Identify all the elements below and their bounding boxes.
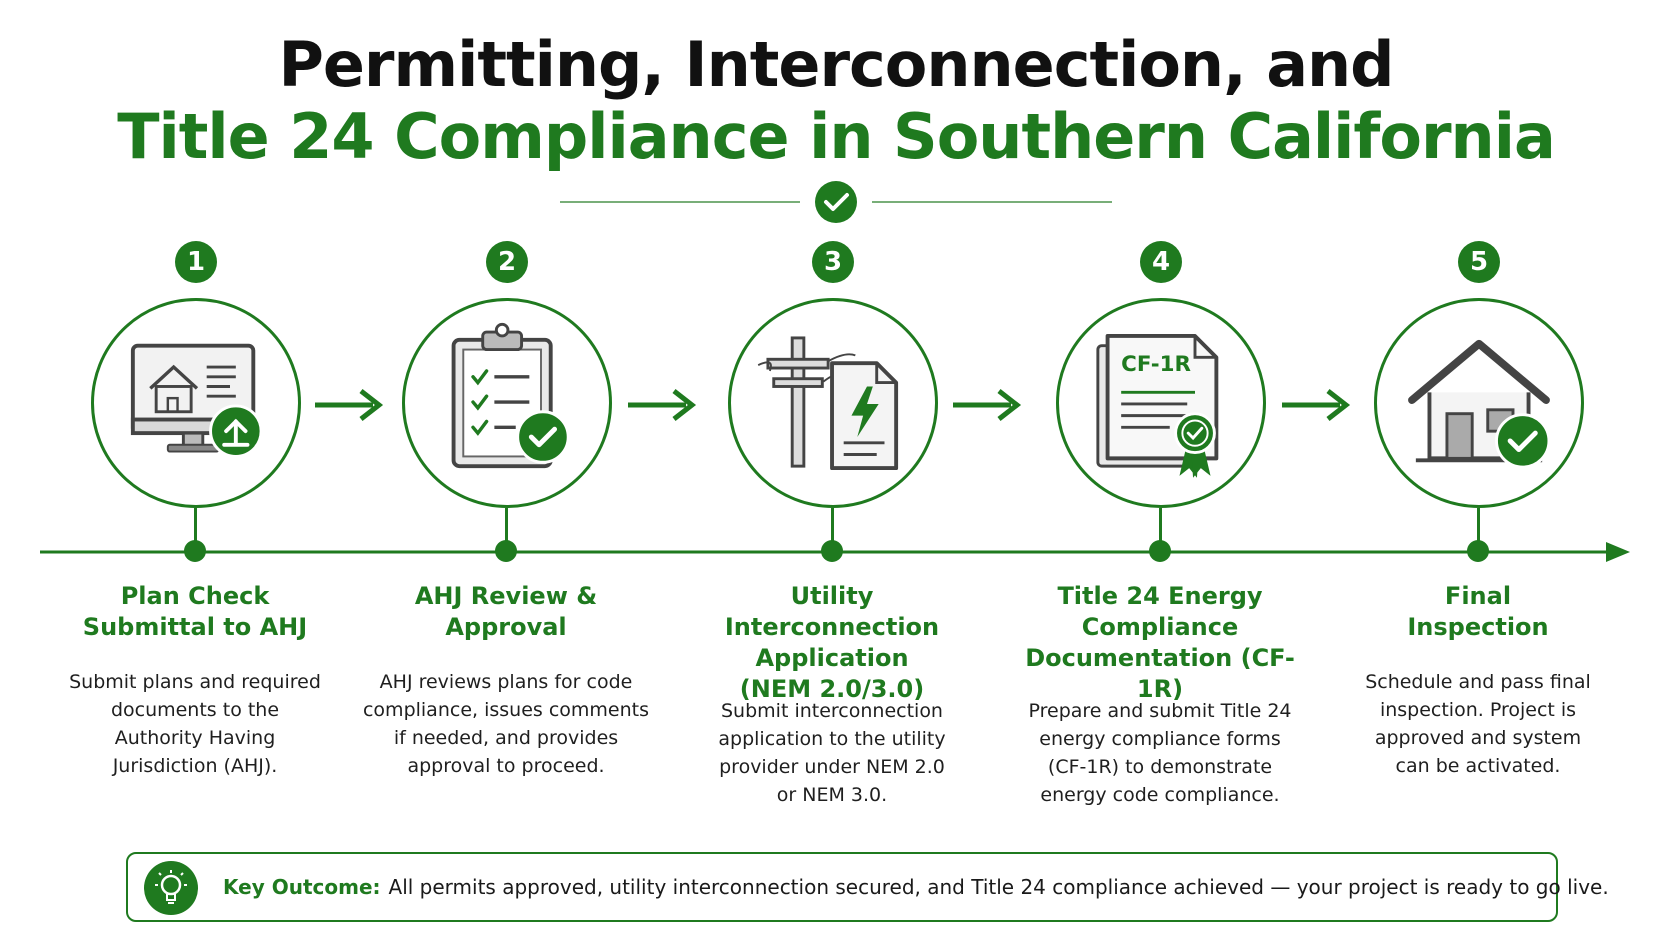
step-icon-container xyxy=(728,298,938,508)
step-icon-container: CF-1R xyxy=(1056,298,1266,508)
certificate-document-icon: CF-1R xyxy=(1096,334,1219,478)
step-title: AHJ Review & Approval xyxy=(414,582,598,641)
step-number: 1 xyxy=(175,241,217,283)
step-number: 5 xyxy=(1458,241,1500,283)
step-description: Submit interconnection application to th… xyxy=(718,700,946,806)
step-icon-container xyxy=(402,298,612,508)
step-description: Schedule and pass final inspection. Proj… xyxy=(1365,671,1591,777)
flow-arrow-3-4 xyxy=(951,385,1031,425)
timeline-dot xyxy=(184,540,206,562)
key-outcome-label: Key Outcome: xyxy=(223,875,381,899)
clipboard-check-icon xyxy=(451,322,570,469)
house-check-icon xyxy=(1408,339,1551,469)
step-icon-container xyxy=(91,298,301,508)
step-description: AHJ reviews plans for code compliance, i… xyxy=(362,671,649,777)
step-5: 5 Final Inspection Schedule and pass fin… xyxy=(1328,0,1628,941)
step-1: 1 Plan Check Submittal to AHJ Submit pla… xyxy=(45,0,345,941)
key-outcome-message: All permits approved, utility interconne… xyxy=(388,875,1609,899)
step-connector xyxy=(505,508,508,542)
step-title: Title 24 Energy Compliance Documentation… xyxy=(1025,582,1295,703)
timeline-dot xyxy=(821,540,843,562)
step-connector xyxy=(1159,508,1162,542)
step-number: 3 xyxy=(812,241,854,283)
step-title: Utility Interconnection Application (NEM… xyxy=(724,582,940,703)
title-divider xyxy=(0,180,1672,224)
key-outcome-text: Key Outcome: All permits approved, utilit… xyxy=(223,854,1609,920)
flow-arrow-1-2 xyxy=(313,385,393,425)
step-4: 4 CF-1R Title 24 Energy Compliance Docum… xyxy=(1010,0,1310,941)
step-description: Submit plans and required documents to t… xyxy=(69,671,321,777)
step-title: Final Inspection xyxy=(1407,582,1549,641)
title-line-1: Permitting, Interconnection, and xyxy=(278,28,1394,101)
flow-arrow-4-5 xyxy=(1280,385,1360,425)
flow-arrow-2-3 xyxy=(626,385,706,425)
computer-upload-icon xyxy=(130,343,263,458)
utility-pole-document-icon xyxy=(757,336,899,471)
cf-1r-icon-label: CF-1R xyxy=(1121,352,1191,377)
timeline-dot xyxy=(1467,540,1489,562)
step-2: 2 AHJ Review & Approval AHJ reviews plan… xyxy=(356,0,656,941)
title-line-2: Title 24 Compliance in Southern Californ… xyxy=(117,100,1556,173)
step-number: 4 xyxy=(1140,241,1182,283)
lightbulb-icon xyxy=(144,861,198,915)
divider-check-icon xyxy=(815,181,857,223)
step-description: Prepare and submit Title 24 energy compl… xyxy=(1028,700,1292,806)
key-outcome-box: Key Outcome: All permits approved, utilit… xyxy=(126,852,1609,922)
step-icon-container xyxy=(1374,298,1584,508)
step-connector xyxy=(1477,508,1480,542)
step-connector xyxy=(831,508,834,542)
step-number: 2 xyxy=(486,241,528,283)
timeline-dot xyxy=(1149,540,1171,562)
timeline-dot xyxy=(495,540,517,562)
step-connector xyxy=(194,508,197,542)
step-3: 3 Utility Interconnection Application (N… xyxy=(682,0,982,941)
step-title: Plan Check Submittal to AHJ xyxy=(82,582,308,641)
